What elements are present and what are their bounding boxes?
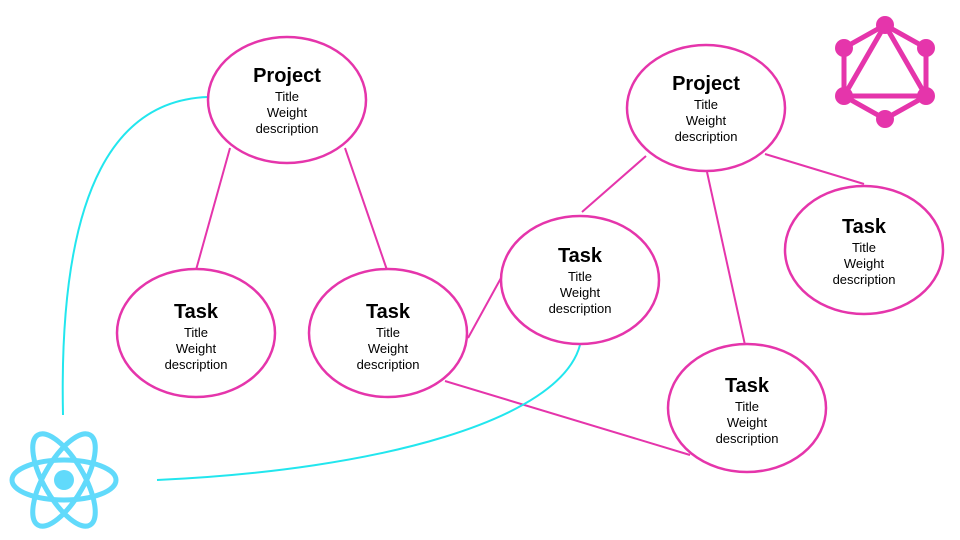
node-field-description: description: [165, 357, 228, 372]
edge-project2-task4: [764, 153, 865, 185]
node-field-description: description: [256, 121, 319, 136]
node-field-title: Title: [184, 325, 208, 340]
node-field-title: Title: [852, 240, 876, 255]
node-field-title: Title: [735, 399, 759, 414]
node-field-weight: Weight: [176, 341, 217, 356]
edges: [195, 147, 865, 456]
edge-project1-task1: [195, 147, 231, 271]
node-field-weight: Weight: [267, 105, 308, 120]
edge-project2-task5: [706, 171, 746, 346]
graphql-logo-icon: [835, 16, 935, 128]
node-task-1[interactable]: Task Title Weight description: [115, 267, 277, 399]
node-task-3[interactable]: Task Title Weight description: [499, 214, 661, 346]
node-project-2[interactable]: Project Title Weight description: [625, 43, 787, 173]
node-field-weight: Weight: [368, 341, 409, 356]
node-field-title: Title: [694, 97, 718, 112]
node-field-title: Title: [275, 89, 299, 104]
edge-project2-task3: [581, 155, 647, 213]
node-title: Task: [174, 301, 219, 323]
node-title: Task: [725, 375, 770, 397]
react-connectors: [61, 96, 581, 481]
node-field-description: description: [357, 357, 420, 372]
react-logo-icon: [9, 431, 119, 529]
node-title: Task: [558, 245, 603, 267]
node-title: Project: [672, 73, 740, 95]
node-task-2[interactable]: Task Title Weight description: [307, 267, 469, 399]
edge-task2-task5: [444, 380, 691, 456]
node-title: Project: [253, 65, 321, 87]
react-link-task3: [156, 344, 581, 481]
node-title: Task: [842, 216, 887, 238]
node-field-description: description: [675, 129, 738, 144]
node-field-weight: Weight: [844, 256, 885, 271]
edge-project1-task2: [344, 147, 388, 271]
node-field-description: description: [549, 301, 612, 316]
node-field-weight: Weight: [727, 415, 768, 430]
react-link-project1: [61, 96, 209, 416]
node-task-5[interactable]: Task Title Weight description: [666, 342, 828, 474]
node-field-weight: Weight: [560, 285, 601, 300]
node-title: Task: [366, 301, 411, 323]
nodes: Project Title Weight description Task Ti…: [115, 35, 945, 474]
node-field-title: Title: [568, 269, 592, 284]
node-field-weight: Weight: [686, 113, 727, 128]
node-field-description: description: [716, 431, 779, 446]
node-field-title: Title: [376, 325, 400, 340]
node-field-description: description: [833, 272, 896, 287]
node-project-1[interactable]: Project Title Weight description: [206, 35, 368, 165]
edge-task2-task3: [467, 277, 502, 339]
node-task-4[interactable]: Task Title Weight description: [783, 184, 945, 316]
